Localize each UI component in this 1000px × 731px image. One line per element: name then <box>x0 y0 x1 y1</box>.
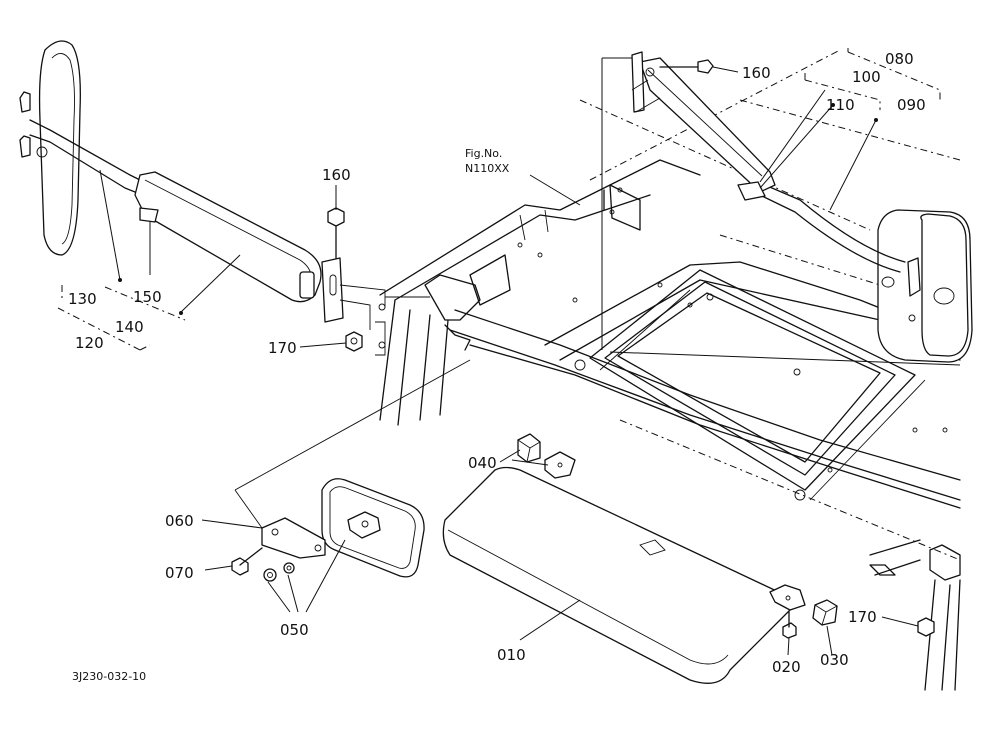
callout-080: 080 <box>885 50 914 68</box>
callout-070: 070 <box>165 564 194 582</box>
left-arm <box>134 171 322 303</box>
nuts-050 <box>263 562 295 582</box>
left-bracket <box>321 257 430 356</box>
callout-060: 060 <box>165 512 194 530</box>
visor-hinge-left <box>544 451 576 479</box>
left-mirror-stay <box>29 119 141 193</box>
callout-160-left: 160 <box>322 166 351 184</box>
visor-clip-030 <box>812 599 838 626</box>
right-mirror-stay <box>759 184 906 273</box>
bolt-020 <box>782 611 797 639</box>
right-mirror-head <box>877 209 973 363</box>
cab-frame <box>379 159 961 691</box>
callout-170-right: 170 <box>848 608 877 626</box>
callout-160-right: 160 <box>742 64 771 82</box>
callout-120: 120 <box>75 334 104 352</box>
callout-140: 140 <box>115 318 144 336</box>
callout-110: 110 <box>826 96 855 114</box>
leader-lines <box>57 48 961 656</box>
visor-clip-040 <box>517 433 541 463</box>
sun-visor <box>442 466 794 684</box>
right-bracket <box>631 51 661 113</box>
nut-170-left <box>345 331 363 352</box>
callout-040: 040 <box>468 454 497 472</box>
inner-mirror <box>321 478 425 578</box>
callout-170-left: 170 <box>268 339 297 357</box>
callout-050: 050 <box>280 621 309 639</box>
fig-ref-number: N110XX <box>465 162 510 175</box>
right-arm <box>639 57 776 201</box>
callout-100: 100 <box>852 68 881 86</box>
callout-090: 090 <box>897 96 926 114</box>
callout-020: 020 <box>772 658 801 676</box>
callout-010: 010 <box>497 646 526 664</box>
callout-030: 030 <box>820 651 849 669</box>
mirror-bracket-060 <box>261 517 326 559</box>
visor-hinge-right <box>769 584 806 611</box>
left-mirror-head <box>19 40 81 256</box>
callout-150: 150 <box>133 288 162 306</box>
bolt-160-right <box>659 59 714 74</box>
bolt-160-left <box>327 207 345 259</box>
roof-window <box>589 269 926 501</box>
figure-reference: Fig.No. N110XX <box>465 147 510 175</box>
nut-170-right <box>917 617 935 637</box>
screw-070 <box>231 547 263 576</box>
callout-130: 130 <box>68 290 97 308</box>
fig-ref-title: Fig.No. <box>465 147 502 160</box>
drawing-id: 3J230-032-10 <box>72 670 146 683</box>
